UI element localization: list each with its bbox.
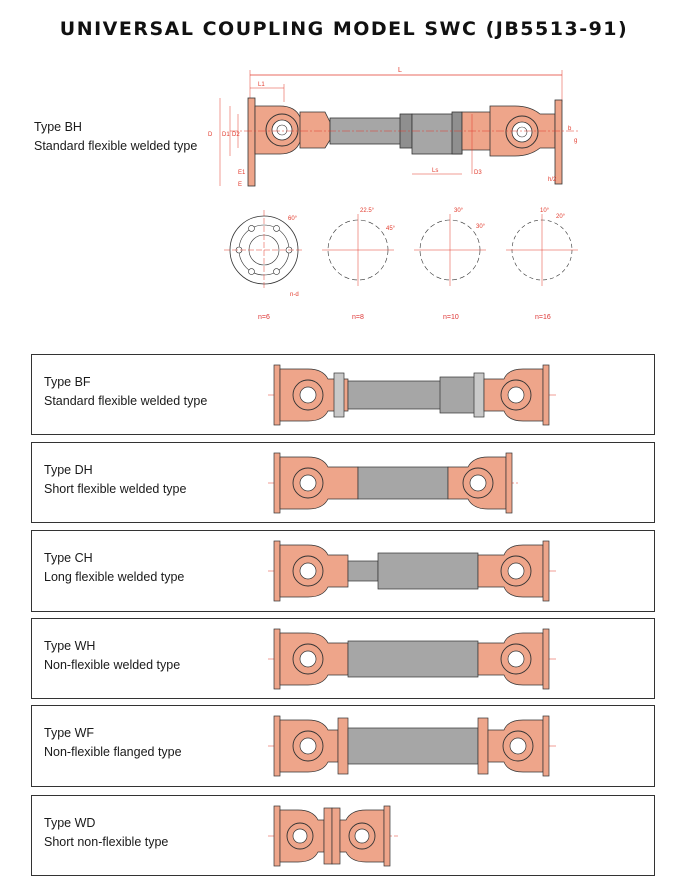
dim-E: E: [238, 182, 242, 188]
type-description: Standard flexible welded type: [44, 394, 208, 408]
page-title: UNIVERSAL COUPLING MODEL SWC (JB5513-91): [59, 18, 629, 40]
angle-label: 30°: [454, 208, 464, 214]
coupling-wd-drawing: [268, 805, 398, 867]
bolt-count-label: n=16: [535, 314, 551, 321]
type-name: Type CH: [44, 551, 93, 565]
coupling-wf-drawing: [268, 715, 558, 777]
type-name: Type WF: [44, 726, 95, 740]
bolt-pattern-n16: 10° 20°: [506, 208, 578, 286]
type-name: Type DH: [44, 463, 93, 477]
angle-label: 45°: [386, 226, 396, 232]
type-description: Standard flexible welded type: [34, 139, 198, 153]
bolt-pattern-n10: 30° 30°: [414, 208, 486, 286]
type-description: Non-flexible flanged type: [44, 745, 182, 759]
dim-Ls: Ls: [432, 168, 438, 174]
type-panel-wh: Type WH Non-flexible welded type: [31, 618, 655, 699]
type-panel-wf: Type WF Non-flexible flanged type: [31, 705, 655, 787]
dim-h2: h/2: [548, 177, 557, 183]
type-description: Non-flexible welded type: [44, 658, 181, 672]
bolt-pattern-n8: 22.5° 45°: [322, 208, 396, 286]
bolt-count-label: n=10: [443, 314, 459, 321]
angle-label: 22.5°: [360, 208, 375, 214]
n-d-label: n-d: [290, 292, 299, 298]
dim-D: D: [208, 132, 213, 138]
type-name: Type BF: [44, 375, 91, 389]
dim-b: b: [568, 126, 572, 132]
dim-L1: L1: [258, 82, 265, 88]
angle-label: 10°: [540, 208, 550, 214]
type-description: Long flexible welded type: [44, 570, 185, 584]
bolt-count-label: n=6: [258, 314, 270, 321]
type-panel-dh: Type DH Short flexible welded type: [31, 442, 655, 523]
dim-D3: D3: [474, 170, 482, 176]
dim-L: L: [398, 67, 402, 74]
type-bh-label: Type BH Standard flexible welded type: [34, 118, 197, 156]
angle-label: 60°: [288, 216, 298, 222]
type-panel-ch: Type CH Long flexible welded type: [31, 530, 655, 612]
coupling-bh-drawing: L L1 D D1 D2 Ls D3 E1 E h/2 b g: [208, 67, 580, 188]
dim-g: g: [574, 138, 577, 144]
dim-E1: E1: [238, 170, 246, 176]
coupling-wh-drawing: [268, 628, 558, 690]
type-panel-bf: Type BF Standard flexible welded type: [31, 354, 655, 435]
type-description: Short flexible welded type: [44, 482, 187, 496]
type-name: Type BH: [34, 120, 82, 134]
coupling-ch-drawing: [268, 540, 558, 602]
dim-D2: D2: [232, 132, 240, 138]
coupling-dh-drawing: [268, 452, 518, 514]
type-name: Type WH: [44, 639, 96, 653]
bolt-pattern-diagrams: 60° n-d 22.5° 45° 30° 30° 10° 20°: [224, 208, 578, 298]
bolt-count-label: n=8: [352, 314, 364, 321]
bolt-pattern-n6: 60° n-d: [224, 210, 304, 298]
coupling-bf-drawing: [268, 364, 558, 426]
angle-label: 30°: [476, 224, 486, 230]
type-name: Type WD: [44, 816, 96, 830]
dim-D1: D1: [222, 132, 230, 138]
type-panel-wd: Type WD Short non-flexible type: [31, 795, 655, 876]
type-description: Short non-flexible type: [44, 835, 169, 849]
angle-label: 20°: [556, 214, 566, 220]
